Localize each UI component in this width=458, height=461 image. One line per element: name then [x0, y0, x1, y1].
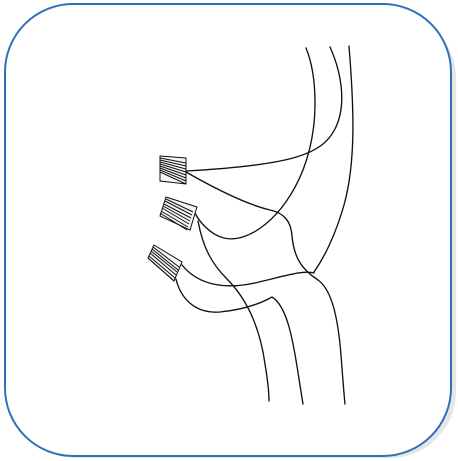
rounded-frame	[5, 4, 451, 456]
brush-connector-top	[160, 156, 186, 184]
